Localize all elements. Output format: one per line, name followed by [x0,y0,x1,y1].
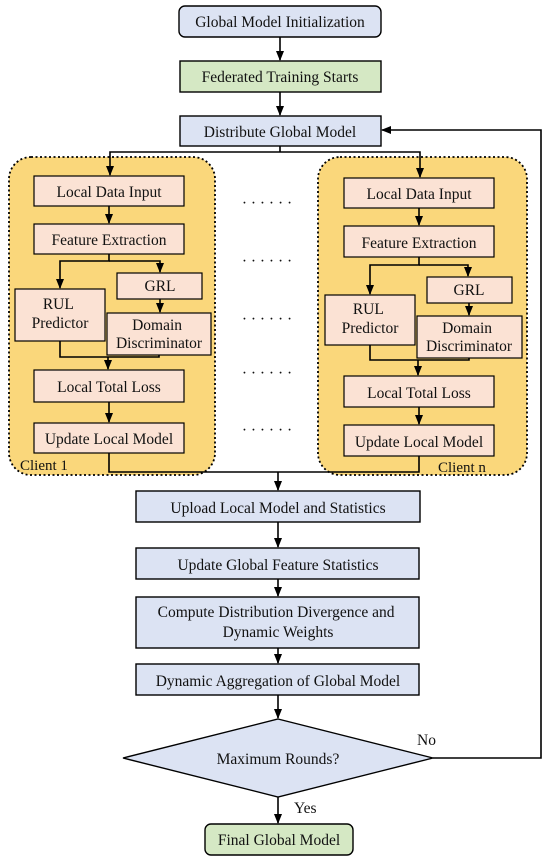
cn-dd-line-1: Domain [442,320,492,337]
arrow-cn-fe-to-rul [366,257,420,295]
c1-domain-discriminator-node [106,312,212,356]
arrow-cn-merge-to-loss [369,345,470,375]
upload-label: Upload Local Model and Statistics [170,500,385,517]
ellipsis-column: · · · · · · · · · · · · · · · · · · · · … [242,195,292,439]
cn-feature-extraction-label: Feature Extraction [362,235,477,252]
c1-domain-discriminator-label: Domain Discriminator [116,317,203,352]
init-label: Global Model Initialization [195,14,365,31]
cn-dd-line-2: Discriminator [426,338,513,355]
c1-update-local-label: Update Local Model [45,431,173,448]
c1-grl-label: GRL [145,278,176,295]
cn-rul-line-2: Predictor [342,320,400,337]
c1-dd-line-2: Discriminator [116,335,203,352]
ellipsis-row-3: · · · · · · [242,311,292,328]
connector-cn-update-out [278,456,420,473]
compute-divergence-node [135,596,420,649]
c1-feature-extraction-label: Feature Extraction [52,232,167,249]
arrow-c1-fe-to-grl [109,260,164,273]
cn-domain-discriminator-node [416,315,523,359]
c1-rul-line-1: RUL [43,296,74,313]
cn-rul-predictor-node [324,294,416,346]
cn-rul-line-1: RUL [353,301,384,318]
ellipsis-row-5: · · · · · · [242,422,292,439]
aggregation-label: Dynamic Aggregation of Global Model [156,673,401,690]
cn-grl-label: GRL [454,282,485,299]
cn-total-loss-label: Local Total Loss [367,385,471,402]
branch-distribute-to-clients [109,146,421,158]
cn-update-local-label: Update Local Model [355,434,483,451]
c1-total-loss-node [33,369,185,403]
client-1-name: Client 1 [20,458,68,474]
no-loop-back-arrow [381,126,542,759]
c1-data-input-node [33,175,185,207]
c1-rul-predictor-label: RUL Predictor [32,296,90,332]
client-1-panel: Local Data Input Feature Extraction GRL … [8,156,216,476]
federated-start-label: Federated Training Starts [202,69,359,86]
ellipsis-row-2: · · · · · · [242,253,292,270]
cn-feature-extraction-node [343,225,495,258]
arrow-cn-fe-to-grl [419,264,472,277]
yes-label: Yes [294,800,317,817]
divergence-line-2: Dynamic Weights [223,624,334,641]
upload-node [135,490,421,523]
distribute-label: Distribute Global Model [204,124,356,141]
cn-domain-discriminator-label: Domain Discriminator [426,320,513,355]
cn-data-input-node [343,177,495,209]
update-stats-label: Update Global Feature Statistics [177,557,378,574]
c1-rul-line-2: Predictor [32,315,90,332]
client-n-name: Client n [438,460,486,476]
c1-total-loss-label: Local Total Loss [57,379,161,396]
cn-rul-predictor-label: RUL Predictor [342,301,400,337]
max-rounds-label: Maximum Rounds? [217,751,340,768]
client-n-panel: Local Data Input Feature Extraction GRL … [317,156,528,476]
c1-data-input-label: Local Data Input [56,184,162,201]
c1-feature-extraction-node [33,223,185,255]
cn-total-loss-node [343,375,495,408]
arrow-c1-fe-to-rul [56,254,110,289]
ellipsis-row-1: · · · · · · [242,195,292,212]
arrow-c1-merge-to-loss [59,341,160,369]
c1-update-local-node [33,422,185,454]
cn-grl-node [426,276,513,304]
divergence-line-1: Compute Distribution Divergence and [158,604,395,621]
cn-data-input-label: Local Data Input [366,186,472,203]
ellipsis-row-4: · · · · · · [242,365,292,382]
no-label: No [417,732,436,749]
final-model-label: Final Global Model [218,832,340,849]
final-model-node [204,823,354,856]
federated-start-node [179,60,382,93]
compute-divergence-label: Compute Distribution Divergence and Dyna… [158,604,399,641]
c1-grl-node [116,272,203,300]
c1-dd-line-1: Domain [132,317,182,334]
connector-c1-update-out [108,453,278,473]
